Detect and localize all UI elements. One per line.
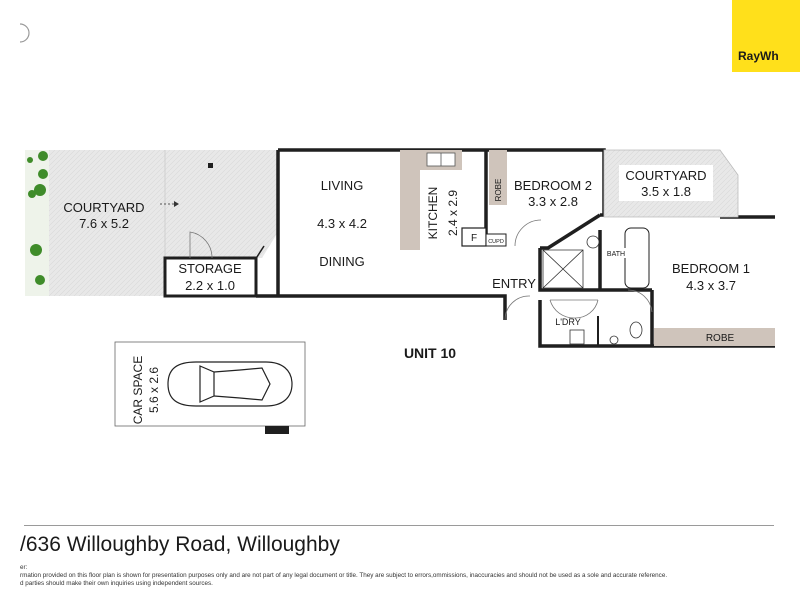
- laundry-label: L'DRY: [555, 317, 581, 327]
- footer-divider: [24, 525, 774, 526]
- disclaimer-heading: er:: [20, 564, 28, 571]
- door-swing-icon: [627, 289, 653, 313]
- bath-label: BATH: [607, 251, 625, 258]
- courtyard-right-name: COURTYARD: [625, 168, 706, 183]
- cupboard-box: [485, 233, 507, 247]
- living-name: LIVING: [321, 178, 364, 193]
- bathtub-icon: [624, 227, 650, 289]
- courtyard-left-size: 7.6 x 5.2: [79, 216, 129, 231]
- bedroom1-size: 4.3 x 3.7: [686, 278, 736, 293]
- courtyard-right-size: 3.5 x 1.8: [641, 184, 691, 199]
- basin-icon: [609, 335, 619, 345]
- fridge-label: F: [471, 233, 477, 244]
- disclaimer-note: d parties should make their own inquirie…: [20, 580, 213, 587]
- laundry-tub-icon: [569, 329, 585, 345]
- robe-large-label: ROBE: [706, 333, 735, 344]
- car-space-outline: [114, 341, 306, 427]
- living-size: 4.3 x 4.2: [317, 216, 367, 231]
- toilet-icon: [629, 321, 643, 339]
- unit-label: UNIT 10: [404, 345, 456, 361]
- car-icon: [167, 361, 293, 407]
- courtyard-left-name: COURTYARD: [63, 200, 144, 215]
- robe-small-label: ROBE: [494, 179, 503, 202]
- shower-icon: [542, 249, 584, 289]
- robe-large-joinery: [654, 328, 775, 346]
- door-swing-icon: [189, 231, 213, 259]
- storage-name: STORAGE: [178, 261, 242, 276]
- car-space-name: CAR SPACE: [131, 356, 145, 424]
- bedroom2-name: BEDROOM 2: [514, 178, 592, 193]
- compass-icon: [18, 22, 32, 44]
- door-swing-icon: [504, 295, 531, 321]
- arrow-icon: [174, 201, 179, 207]
- bedroom2-size: 3.3 x 2.8: [528, 194, 578, 209]
- tree-icon: [27, 151, 48, 285]
- kitchen-name: KITCHEN: [426, 187, 440, 240]
- storage-size: 2.2 x 1.0: [185, 278, 235, 293]
- kitchen-size: 2.4 x 2.9: [446, 190, 460, 236]
- courtyard-right-label-box: [619, 165, 713, 201]
- cupboard-label: CUPD: [488, 239, 504, 245]
- laundry-doors: [549, 299, 599, 319]
- entry-label: ENTRY: [492, 276, 536, 291]
- kitchen-joinery: [400, 150, 420, 250]
- robe-small-joinery: [489, 150, 507, 205]
- door-swing-icon: [514, 219, 542, 247]
- car-space-size: 5.6 x 2.6: [147, 367, 161, 413]
- brand-logo: RayWh: [732, 0, 800, 72]
- disclaimer-text: rmation provided on this floor plan is s…: [20, 572, 668, 579]
- storage-room: [163, 256, 258, 298]
- property-address: /636 Willoughby Road, Willoughby: [20, 533, 340, 556]
- dining-name: DINING: [319, 254, 365, 269]
- brand-name: RayWh: [738, 49, 779, 63]
- bedroom1-name: BEDROOM 1: [672, 261, 750, 276]
- courtyard-left-pavers: [165, 150, 278, 258]
- basin-icon: [586, 235, 600, 249]
